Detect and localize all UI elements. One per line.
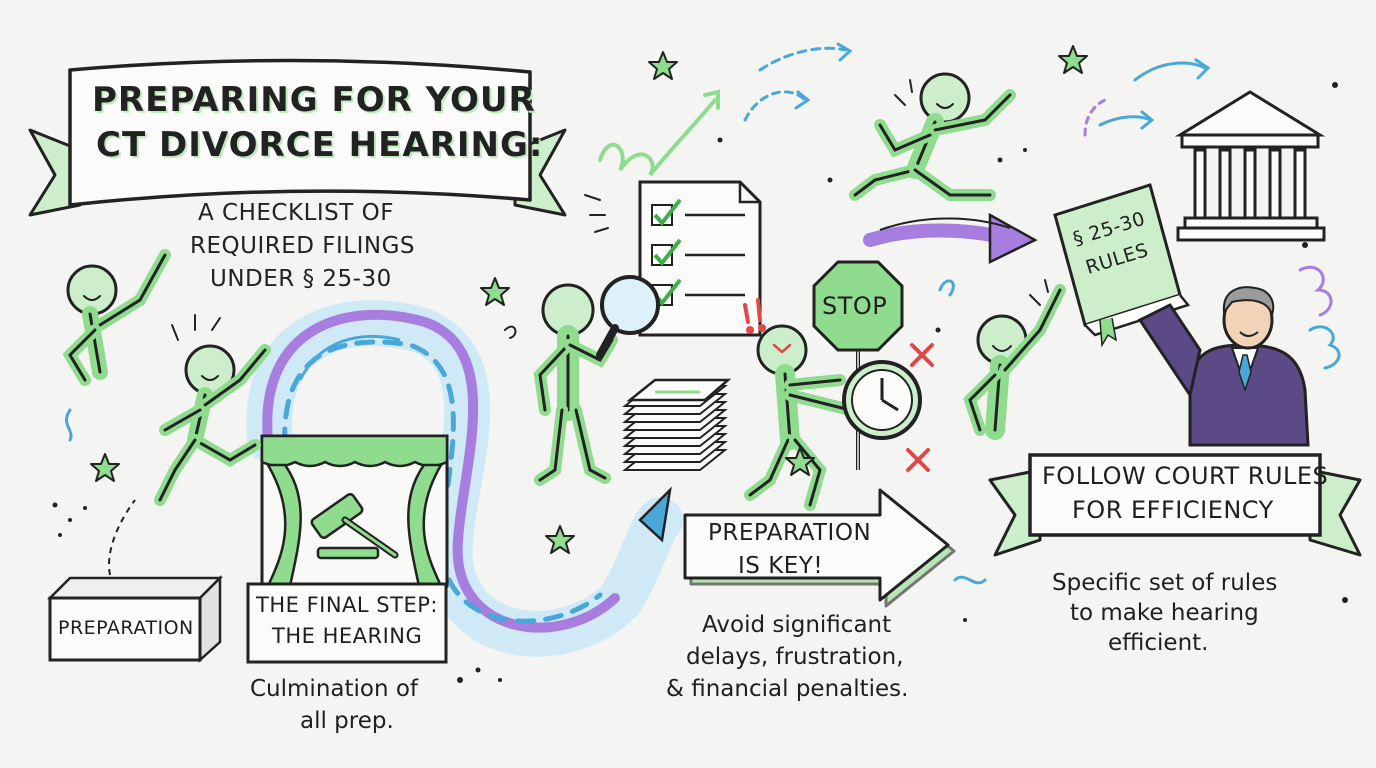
final-step-line-1: THE FINAL STEP: (256, 593, 438, 617)
final-step-box (246, 582, 448, 664)
court-banner-line-1: FOLLOW COURT RULES (1042, 462, 1329, 490)
star-icon (480, 277, 510, 306)
clock-icon (842, 360, 922, 440)
final-step-note-line-2: all prep. (300, 708, 394, 734)
running-figure (849, 72, 1016, 201)
exclamation-icon (743, 298, 766, 334)
court-note-line-2: to make hearing (1070, 600, 1259, 626)
key-arrow-shape (683, 488, 956, 608)
key-arrow-line-2: IS KEY! (738, 553, 824, 579)
star-icon (1058, 45, 1088, 74)
key-note-line-3: & financial penalties. (666, 676, 909, 702)
star-icon (90, 453, 120, 482)
x-mark-icon (906, 343, 934, 472)
courthouse-icon (1174, 90, 1326, 242)
judge-figure (1137, 286, 1310, 447)
key-note-line-1: Avoid significant (702, 612, 892, 638)
happy-figure (963, 284, 1066, 440)
subtitle-line-3: UNDER § 25-30 (210, 266, 392, 292)
final-step-line-2: THE HEARING (272, 624, 423, 648)
frustrated-figure (744, 324, 856, 511)
title-line-1: PREPARING FOR YOUR (92, 80, 536, 120)
paper-stack-icon (622, 378, 732, 471)
preparation-box (46, 499, 224, 663)
jumping-figure (154, 344, 271, 506)
gavel-icon (310, 492, 399, 560)
court-banner-line-2: FOR EFFICIENCY (1072, 496, 1274, 524)
stop-sign-label: STOP (822, 292, 888, 320)
court-note-line-1: Specific set of rules (1052, 570, 1278, 596)
subtitle-line-2: REQUIRED FILINGS (190, 233, 416, 259)
rule-book-icon (1053, 183, 1191, 348)
final-step-note-line-1: Culmination of (250, 676, 419, 702)
pointing-figure (62, 249, 171, 386)
flow-path (246, 300, 683, 657)
subtitle-line-1: A CHECKLIST OF (198, 200, 394, 226)
court-note-line-3: efficient. (1108, 630, 1209, 656)
title-line-2: CT DIVORCE HEARING: (96, 125, 544, 165)
key-arrow-line-1: PREPARATION (708, 520, 872, 546)
court-banner (988, 453, 1362, 557)
jump-arrow (863, 212, 1038, 265)
star-icon (545, 525, 575, 554)
title-banner (28, 58, 567, 217)
star-icon (648, 51, 678, 80)
key-note-line-2: delays, frustration, (686, 644, 904, 670)
decorative-dots (52, 82, 1348, 683)
decorative-doodles (64, 42, 1341, 585)
magnifier-icon (596, 275, 660, 359)
preparation-box-label: PREPARATION (58, 617, 194, 639)
inspecting-figure (533, 283, 618, 486)
